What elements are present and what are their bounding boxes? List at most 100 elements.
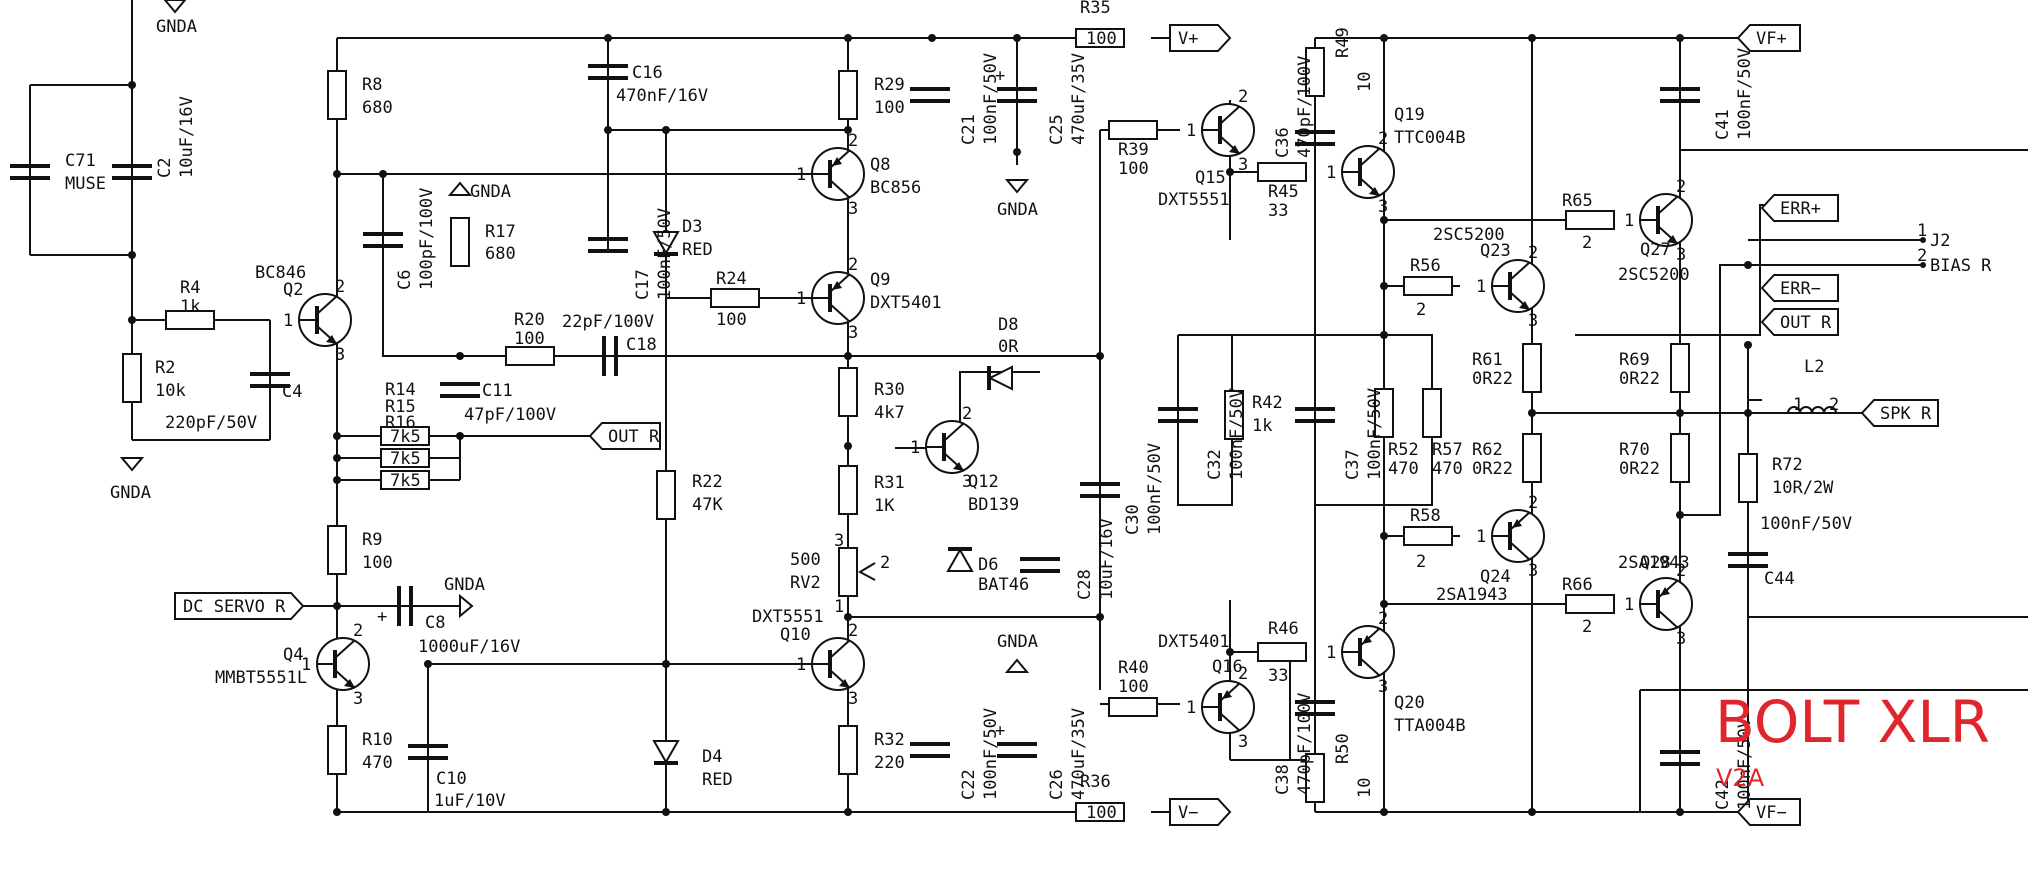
capacitor-ref-c25: C25 — [1047, 114, 1067, 145]
net-label-err-minus: ERR− — [1760, 274, 1839, 302]
resistor-ref-r30: R30 — [874, 380, 905, 400]
resistor-r31 — [838, 465, 858, 515]
power-label-vf-minus: VF− — [1736, 798, 1801, 826]
capacitor-ref-c17: C17 — [633, 269, 653, 300]
resistor-value-r35: 100 — [1086, 29, 1117, 49]
capacitor-c44 — [1728, 552, 1768, 568]
resistor-value-r10: 470 — [362, 753, 393, 773]
capacitor-ref-c16: C16 — [632, 63, 663, 83]
transistor-value-q8: BC856 — [870, 178, 921, 198]
capacitor-value-c16: 470nF/16V — [616, 86, 708, 106]
resistor-value-r36: 100 — [1086, 803, 1117, 823]
resistor-ref-r14: R14 — [385, 380, 416, 400]
resistor-ref-r57: R57 — [1432, 440, 1463, 460]
capacitor-value-c25: 470uF/35V — [1069, 53, 1089, 145]
svg-text:+: + — [377, 607, 387, 627]
capacitor-ref-c11: C11 — [482, 381, 513, 401]
transistor-q23 — [1491, 259, 1545, 313]
resistor-r2 — [122, 353, 142, 403]
transistor-ref-q2: Q2 — [283, 280, 303, 300]
resistor-r9 — [327, 525, 347, 575]
net-label-out-r-text: OUT R — [608, 427, 660, 447]
transistor-value-q12: BD139 — [968, 495, 1019, 515]
net-label-err-plus: ERR+ — [1760, 194, 1839, 222]
resistor-ref-r2: R2 — [155, 358, 175, 378]
resistor-value-r32: 220 — [874, 753, 905, 773]
resistor-ref-r24: R24 — [716, 269, 747, 289]
gnd-symbol-c8: GNDA — [444, 575, 485, 619]
net-label-dc-servo-r: DC SERVO R — [174, 592, 305, 620]
pin-number: 3 — [848, 323, 858, 343]
resistor-value-r24: 100 — [716, 310, 747, 330]
resistor-value-r30: 4k7 — [874, 403, 905, 423]
transistor-q10 — [811, 637, 865, 691]
diode-value-d3: RED — [682, 240, 713, 260]
resistor-r65 — [1565, 210, 1615, 230]
resistor-r42 — [1224, 390, 1244, 440]
resistor-ref-r52: R52 — [1388, 440, 1419, 460]
capacitor-ref-c37: C37 — [1343, 449, 1363, 480]
resistor-ref-r20: R20 — [514, 310, 545, 330]
resistor-ref-r62: R62 — [1472, 440, 1503, 460]
diode-ref-d3: D3 — [682, 217, 702, 237]
potentiometer-ref-rv2: RV2 — [790, 573, 821, 593]
connector-pin-1: 1 — [1917, 221, 1927, 241]
transistor-value-q2: BC846 — [255, 263, 306, 283]
transistor-value-q4: MMBT5551L — [215, 668, 307, 688]
resistor-r40 — [1108, 697, 1158, 717]
pin-number: 3 — [1676, 629, 1686, 649]
pin-number: 2 — [1528, 493, 1538, 513]
diode-ref-d6: D6 — [978, 555, 998, 575]
diode-d6 — [946, 547, 974, 572]
resistor-ref-r42: R42 — [1252, 393, 1283, 413]
resistor-ref-r45: R45 — [1268, 182, 1299, 202]
transistor-ref-q23: Q23 — [1480, 241, 1511, 261]
transistor-ref-q28: Q28 — [1640, 553, 1671, 573]
capacitor-c21 — [910, 87, 950, 103]
transistor-q24 — [1491, 509, 1545, 563]
pin-number: 3 — [1378, 677, 1388, 697]
capacitor-value-c4: 220pF/50V — [165, 413, 257, 433]
pin-number: 2 — [880, 553, 890, 573]
pin-number: 1 — [796, 655, 806, 675]
pin-number: 3 — [1378, 197, 1388, 217]
capacitor-c71 — [10, 164, 50, 180]
resistor-r14 — [380, 426, 430, 446]
resistor-value-r45: 33 — [1268, 201, 1288, 221]
transistor-ref-q15: Q15 — [1195, 168, 1226, 188]
resistor-value-r2: 10k — [155, 381, 186, 401]
transistor-ref-q12: Q12 — [968, 472, 999, 492]
pin-number: 1 — [1186, 698, 1196, 718]
resistor-r39 — [1108, 120, 1158, 140]
resistor-ref-r36: R36 — [1080, 772, 1111, 792]
resistor-r49 — [1305, 47, 1325, 97]
resistor-ref-r56: R56 — [1410, 256, 1441, 276]
capacitor-c32 — [1158, 407, 1198, 423]
resistor-ref-r49: R49 — [1333, 27, 1353, 58]
resistor-ref-r39: R39 — [1118, 140, 1149, 160]
resistor-value-r4: 1k — [180, 297, 200, 317]
gnd-symbol-left-text: GNDA — [110, 483, 151, 503]
capacitor-value-c41: 100nF/50V — [1735, 48, 1755, 140]
capacitor-ref-c21: C21 — [959, 114, 979, 145]
inductor-ref-l2: L2 — [1804, 357, 1824, 377]
capacitor-value-c30: 100nF/50V — [1145, 443, 1165, 535]
transistor-value-q28: 2SA1943 — [1618, 553, 1690, 573]
transistor-q20 — [1341, 625, 1395, 679]
capacitor-value-c42: 100nF/50V — [1735, 718, 1755, 810]
capacitor-c17 — [588, 237, 628, 253]
capacitor-value-c37: 100nF/50V — [1365, 388, 1385, 480]
resistor-value-r22: 47K — [692, 495, 723, 515]
resistor-ref-r61: R61 — [1472, 350, 1503, 370]
capacitor-value-c21: 100nF/50V — [981, 53, 1001, 145]
capacitor-c42 — [1660, 750, 1700, 766]
pin-number: 1 — [796, 289, 806, 309]
resistor-value-r46: 33 — [1268, 666, 1288, 686]
resistor-ref-r31: R31 — [874, 473, 905, 493]
pin-number: 3 — [962, 472, 972, 492]
capacitor-ref-c44: C44 — [1764, 569, 1795, 589]
resistor-r22 — [656, 470, 676, 520]
schematic-title: BOLT XLR — [1715, 688, 1990, 756]
gnd-symbol-c25-text: GNDA — [997, 200, 1038, 220]
junctions — [128, 34, 1752, 816]
